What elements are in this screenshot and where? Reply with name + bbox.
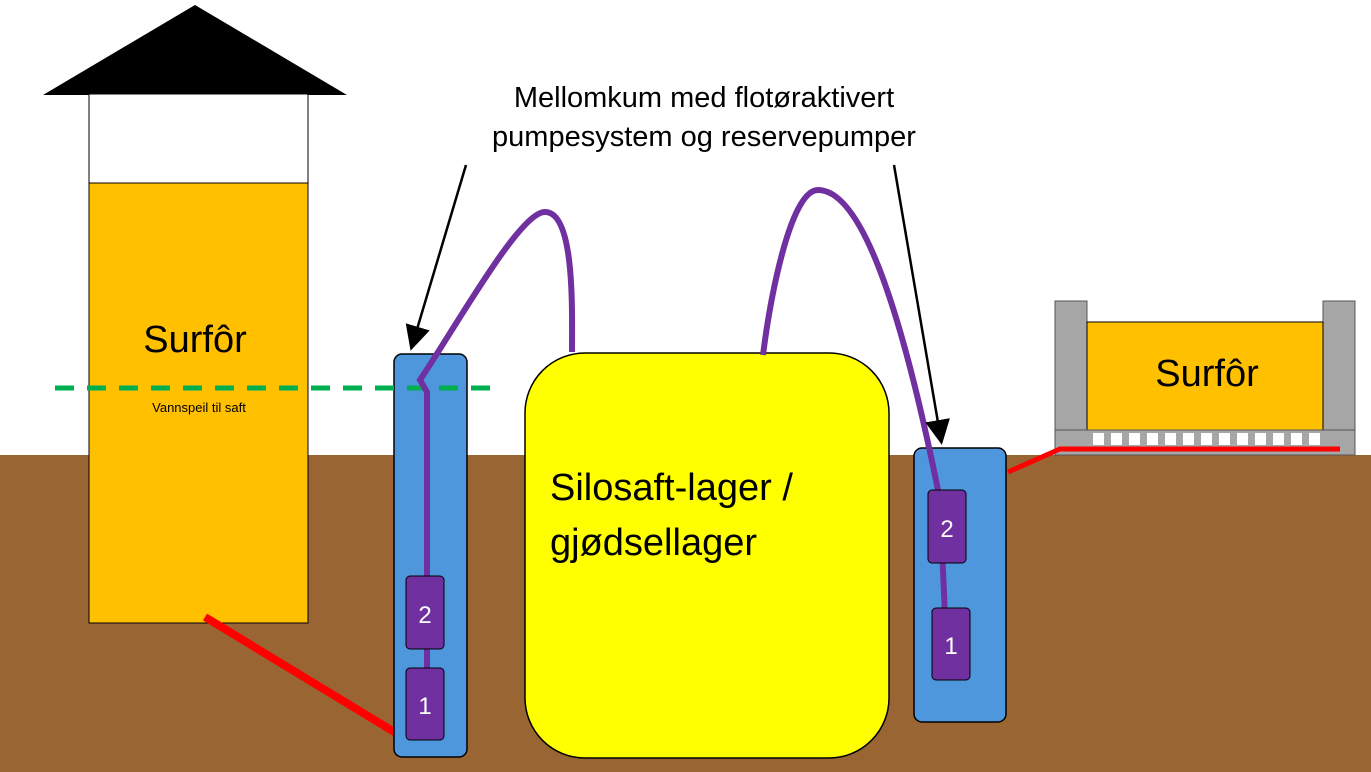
drain-grate-slot (1309, 433, 1320, 445)
tower-silo-roof (43, 5, 347, 95)
right-pump-1 (931, 607, 971, 681)
drain-grate-slot (1219, 433, 1230, 445)
drain-grate-slot (1093, 433, 1104, 445)
drain-grate-slot (1201, 433, 1212, 445)
left-pump-1 (405, 667, 445, 741)
callout-label-line2: pumpesystem og reservepumper (492, 121, 916, 153)
bunker-silo-wall-right (1322, 300, 1356, 432)
tower-silo-top (88, 93, 309, 185)
drain-grate-slot (1273, 433, 1284, 445)
drain-pipe-left (202, 613, 399, 737)
storage-tank-label-line1: Silosaft-lager / (550, 467, 793, 509)
tower-silo-label: Surfôr (143, 319, 247, 361)
left-pump-2-number: 2 (418, 602, 431, 629)
left-pump-2 (405, 575, 445, 650)
drain-grate-slot (1255, 433, 1266, 445)
water-level-label: Vannspeil til saft (152, 400, 246, 415)
tower-silo-silage (88, 182, 309, 624)
callout-arrow-left (405, 164, 468, 351)
callout-label-line1: Mellomkum med flotøraktivert (514, 82, 894, 114)
drain-grate-slot (1237, 433, 1248, 445)
drain-grate-slot (1147, 433, 1158, 445)
drain-grate-slot (1111, 433, 1122, 445)
right-well (913, 447, 1007, 723)
bunker-silo-drain-grate (1093, 433, 1320, 445)
left-pump-pipe (416, 208, 576, 693)
left-well (393, 353, 468, 758)
storage-tank-label-line2: gjødsellager (550, 522, 757, 564)
bunker-silo-label: Surfôr (1155, 353, 1259, 395)
right-pump-2 (927, 489, 967, 564)
drain-grate-slot (1129, 433, 1140, 445)
bunker-silo-silage (1086, 321, 1324, 431)
drain-grate-slot (1183, 433, 1194, 445)
drain-pipe-right (1006, 446, 1340, 475)
bunker-silo-wall-left (1054, 300, 1088, 432)
drain-grate-slot (1165, 433, 1176, 445)
right-pump-1-number: 1 (944, 633, 957, 660)
callout-arrow-right (892, 164, 950, 445)
right-pump-2-number: 2 (940, 516, 953, 543)
left-pump-1-number: 1 (418, 693, 431, 720)
drain-grate-slot (1291, 433, 1302, 445)
storage-tank (524, 352, 890, 759)
right-pump-pipe (760, 186, 949, 641)
